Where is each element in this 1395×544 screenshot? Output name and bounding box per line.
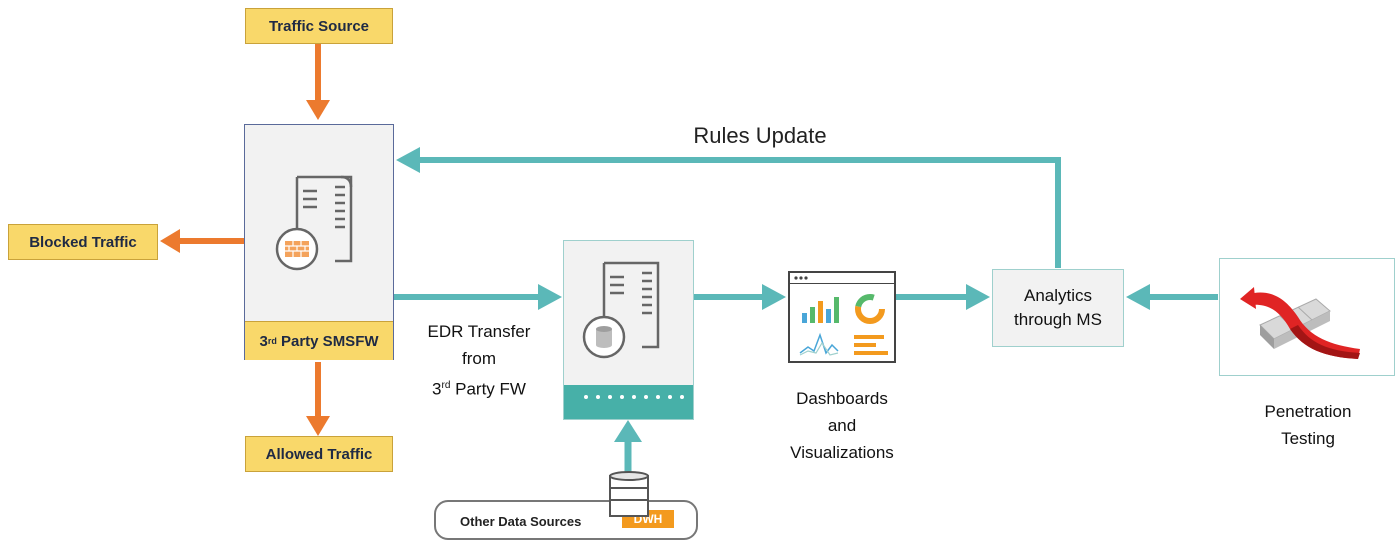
firewall-label-sup: rd bbox=[267, 336, 277, 346]
analytics-box: Analytics through MS bbox=[992, 269, 1124, 347]
database-icon bbox=[596, 326, 612, 348]
dashboards-line3: Visualizations bbox=[790, 443, 894, 462]
database-server-icon bbox=[582, 261, 660, 359]
firewall-label-main: 3 bbox=[259, 332, 268, 350]
penetration-line2: Testing bbox=[1281, 429, 1335, 448]
edr-server-panel bbox=[563, 240, 694, 420]
dashboards-label: Dashboards and Visualizations bbox=[762, 385, 922, 466]
analytics-line1: Analytics bbox=[1023, 286, 1093, 305]
penetration-testing-panel bbox=[1219, 258, 1395, 376]
window-titlebar bbox=[790, 273, 894, 284]
rules-update-label: Rules Update bbox=[693, 123, 827, 148]
edr-transfer-label: EDR Transfer from 3rd Party FW bbox=[404, 318, 554, 403]
edr-transfer-line3-sup: rd bbox=[441, 380, 451, 391]
penetration-line1: Penetration bbox=[1264, 402, 1352, 421]
dashboards-line1: Dashboards bbox=[796, 389, 888, 408]
blocked-traffic-label: Blocked Traffic bbox=[29, 233, 137, 251]
traffic-source-label: Traffic Source bbox=[268, 17, 370, 35]
brick-wall-icon bbox=[285, 241, 309, 257]
wall-breach-icon bbox=[1240, 287, 1360, 359]
red-arrow-icon bbox=[1240, 287, 1360, 359]
dashboards-line2: and bbox=[827, 416, 857, 435]
arrow-dashboards-to-analytics bbox=[896, 284, 990, 310]
edr-server-band bbox=[564, 385, 693, 419]
arrow-firewall-to-edr bbox=[394, 284, 562, 310]
firewall-label-rest: Party SMSFW bbox=[276, 332, 379, 350]
blocked-traffic-box: Blocked Traffic bbox=[8, 224, 158, 260]
allowed-traffic-box: Allowed Traffic bbox=[245, 436, 393, 472]
arrow-firewall-to-blocked bbox=[160, 229, 244, 253]
traffic-source-box: Traffic Source bbox=[245, 8, 393, 44]
arrow-source-to-firewall bbox=[306, 44, 330, 120]
penetration-label: Penetration Testing bbox=[1228, 398, 1388, 452]
arrow-edr-to-dashboards bbox=[694, 284, 786, 310]
firewall-server-icon bbox=[275, 175, 353, 271]
allowed-traffic-label: Allowed Traffic bbox=[265, 445, 373, 463]
other-data-sources-label: Other Data Sources bbox=[460, 514, 582, 529]
arrow-rules-update bbox=[396, 147, 1061, 268]
edr-transfer-line3: 3rd Party FW bbox=[404, 372, 554, 403]
arrow-firewall-to-allowed bbox=[306, 362, 330, 436]
other-data-sources-box: Other Data Sources DWH bbox=[434, 500, 698, 540]
analytics-line2: through MS bbox=[1014, 310, 1102, 329]
database-stack-icon bbox=[609, 471, 649, 517]
chart-widgets-icon bbox=[794, 276, 888, 356]
edr-transfer-line2: from bbox=[462, 349, 496, 368]
band-dots bbox=[584, 395, 684, 399]
edr-transfer-line3-main: 3 bbox=[432, 379, 442, 399]
edr-transfer-line1: EDR Transfer bbox=[427, 322, 531, 341]
dashboard-window-icon bbox=[788, 271, 896, 363]
edr-transfer-line3-rest: Party FW bbox=[450, 379, 526, 399]
arrow-pentest-to-analytics bbox=[1126, 284, 1218, 310]
